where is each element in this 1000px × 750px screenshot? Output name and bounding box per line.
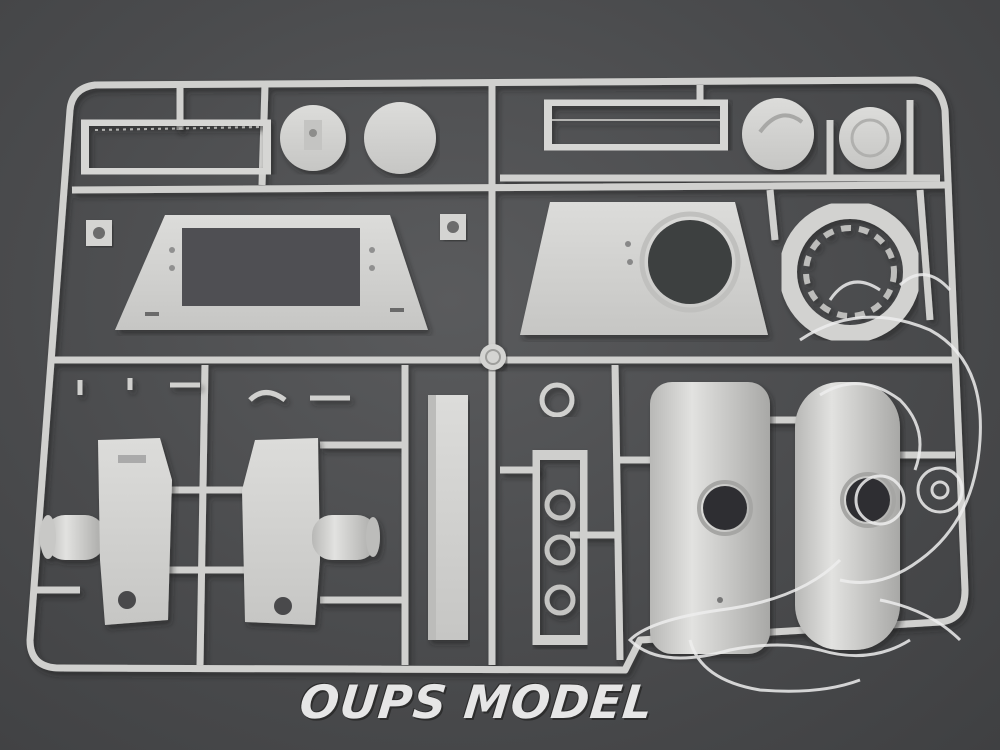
rect-frame-part xyxy=(81,118,271,176)
bracket-part-right xyxy=(242,438,380,625)
turret-plate-part xyxy=(520,202,768,335)
small-block-part-2 xyxy=(440,214,466,240)
small-block-part-1 xyxy=(86,220,112,246)
mascot-watermark xyxy=(627,273,982,693)
fuel-tank-part-2 xyxy=(795,382,900,650)
rect-frame-part-right xyxy=(544,98,728,152)
gear-ring-part xyxy=(779,201,921,343)
trapezoid-frame-part xyxy=(115,215,428,330)
long-bar-part xyxy=(428,395,468,640)
sprue-hub xyxy=(480,344,506,370)
holed-frame-part xyxy=(530,450,590,645)
hatch-part-1 xyxy=(280,105,346,171)
hatch-part-2 xyxy=(364,102,436,174)
fuel-tank-part-1 xyxy=(650,382,770,654)
small-parts-row xyxy=(77,378,575,418)
dome-cap-part-1 xyxy=(742,98,814,170)
dome-cap-part-2 xyxy=(839,107,901,169)
watermark-text: OUPS MODEL xyxy=(297,675,656,729)
bracket-part-left xyxy=(40,438,172,625)
sprue-frame xyxy=(26,76,969,674)
